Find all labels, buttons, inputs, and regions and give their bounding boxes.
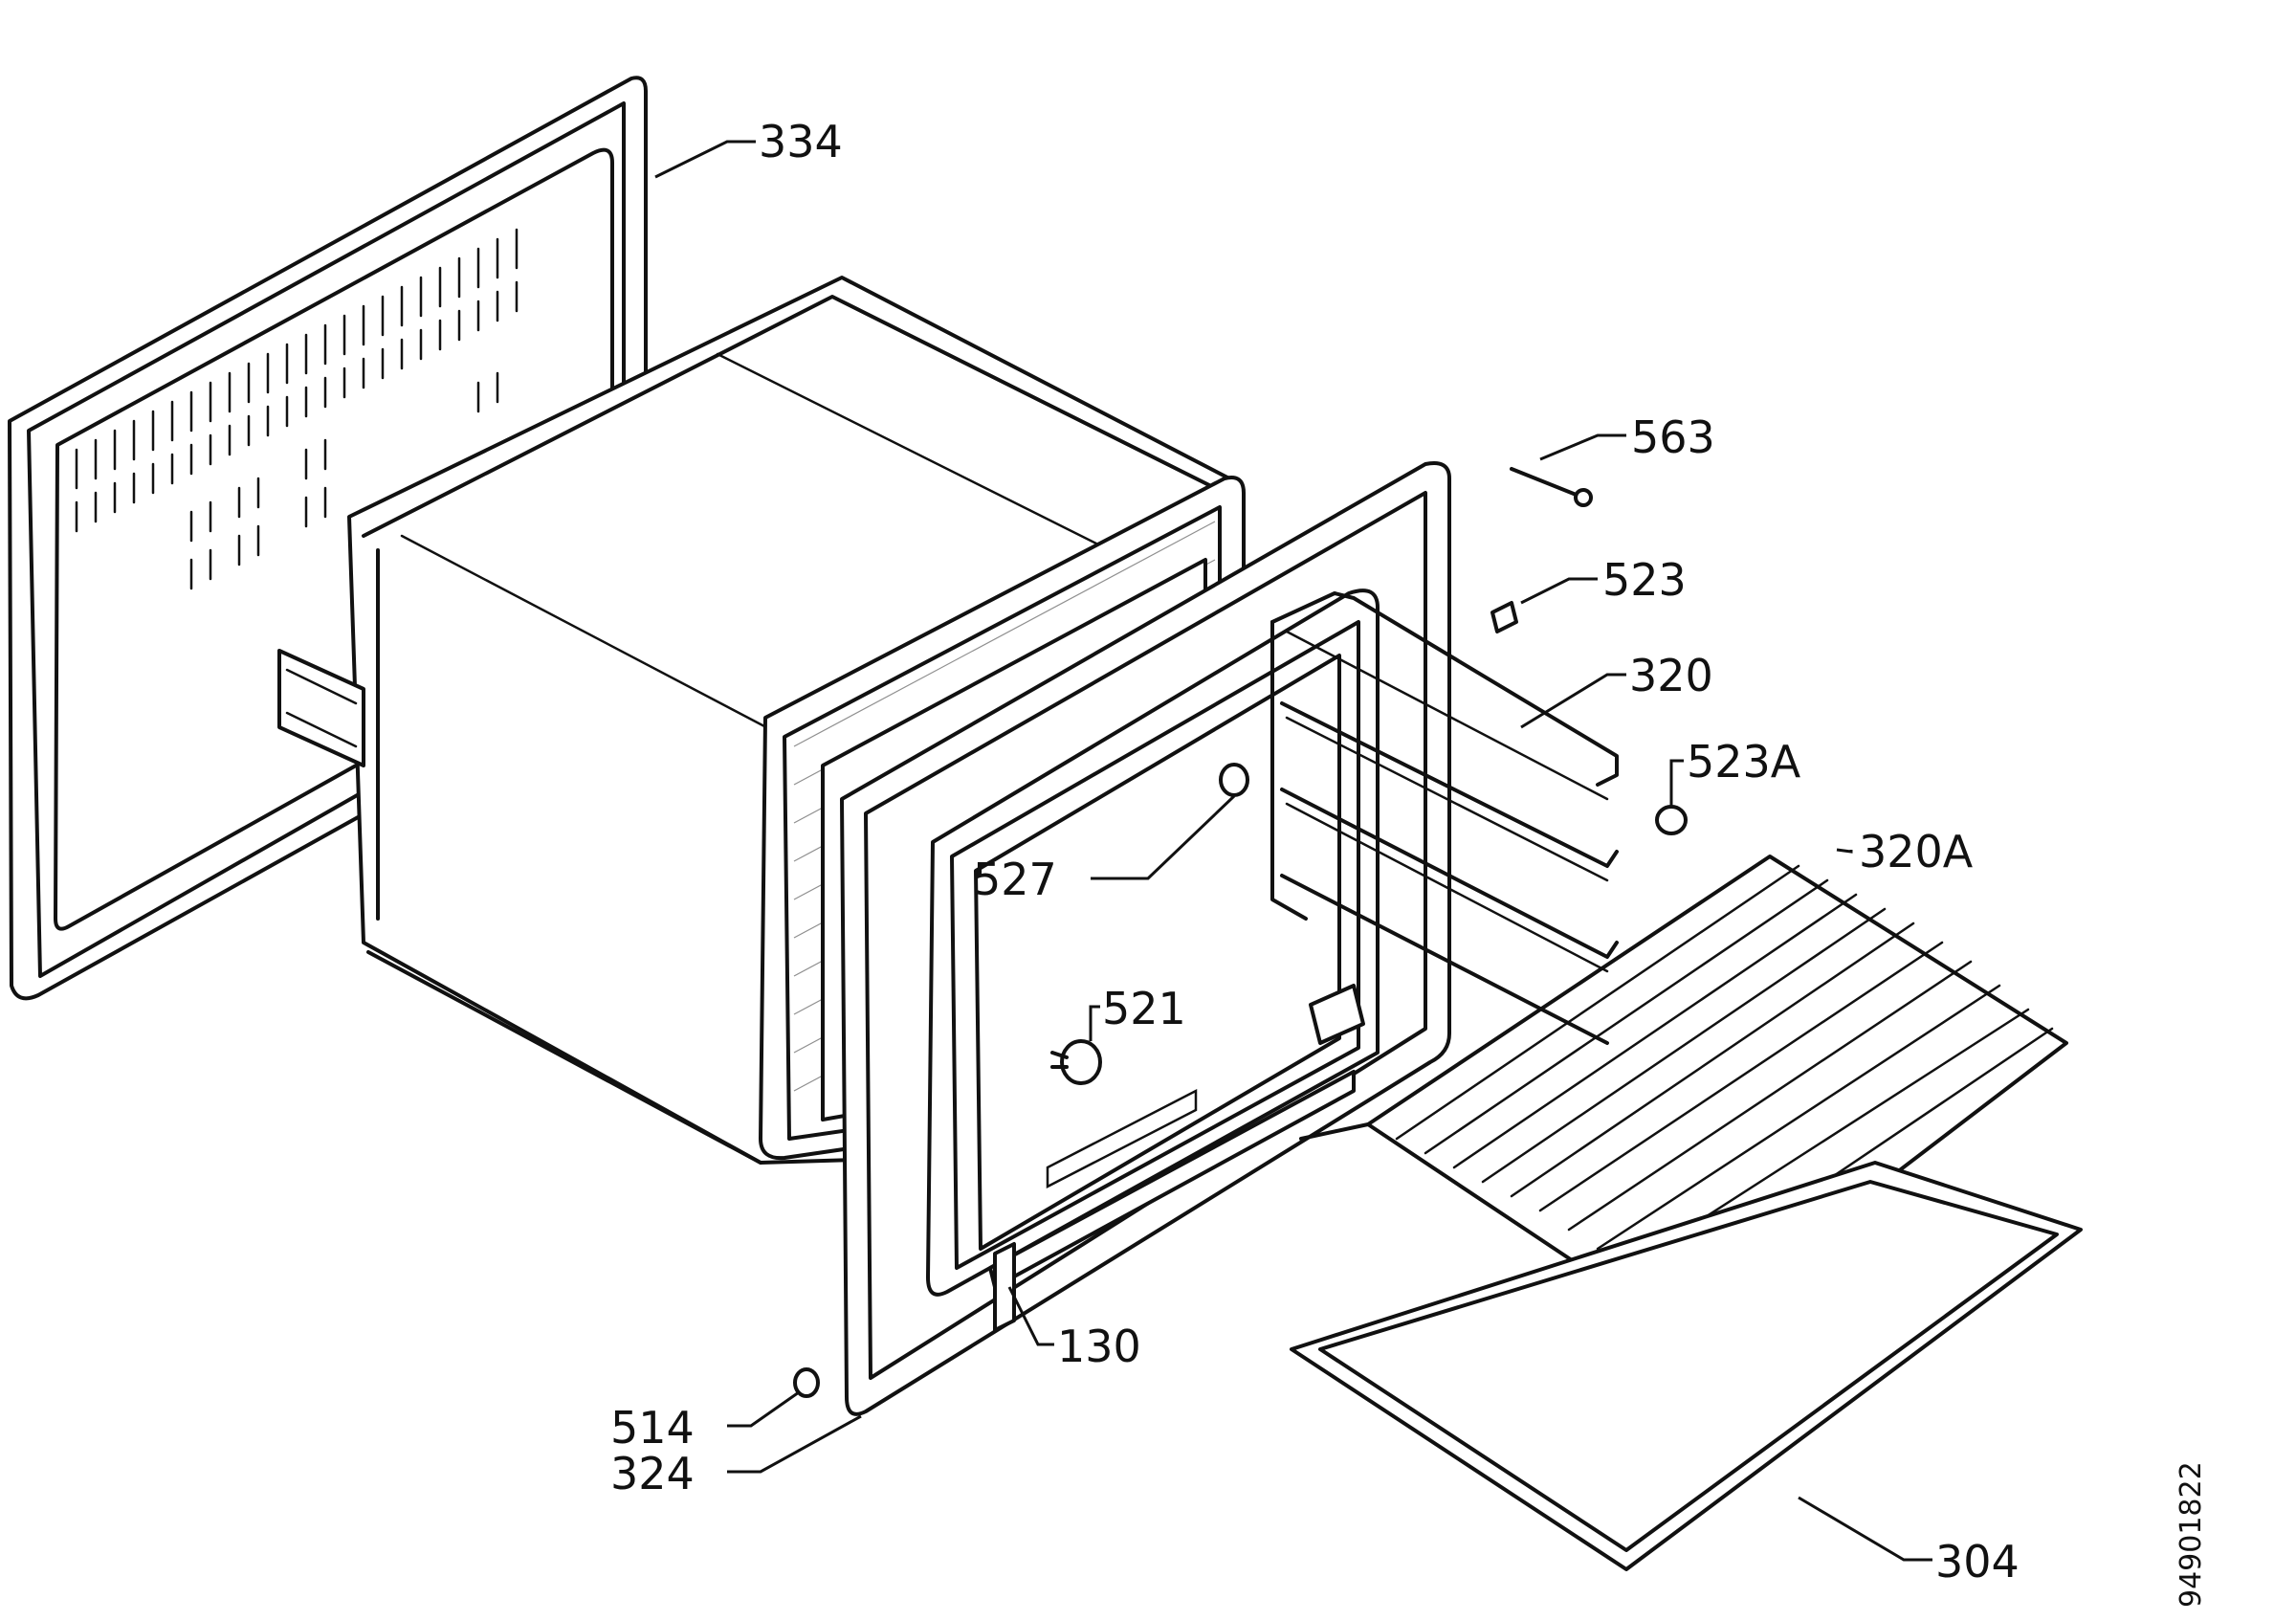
label-514: 514 (610, 1402, 695, 1454)
label-521: 521 (1102, 983, 1186, 1034)
leader-lines (654, 140, 1932, 1562)
nut-514 (793, 1367, 820, 1398)
shelf-runners-320 (1270, 591, 1619, 1045)
label-304: 304 (1935, 1536, 2020, 1588)
vent-slots (75, 228, 519, 590)
small-parts (793, 467, 1688, 1398)
label-130: 130 (1057, 1321, 1141, 1372)
label-324: 324 (610, 1448, 695, 1499)
rear-panel-334 (8, 76, 648, 1001)
label-523a: 523A (1687, 736, 1801, 788)
label-523: 523 (1602, 554, 1687, 606)
baking-tray-304 (1290, 1161, 2083, 1571)
label-320: 320 (1629, 650, 1713, 701)
label-334: 334 (759, 116, 843, 167)
connector-523 (1490, 601, 1518, 633)
label-527: 527 (973, 854, 1057, 905)
label-563: 563 (1631, 411, 1715, 463)
document-number: 94901822 (2175, 1461, 2208, 1608)
callout-labels: 334 563 523 320 523A 320A 527 521 130 51… (610, 116, 2020, 1588)
plug-523a (1655, 805, 1688, 835)
front-frame-324 (840, 461, 1451, 1416)
thermocouple-563 (1510, 467, 1585, 500)
knob-521 (1060, 1039, 1102, 1085)
label-320a: 320A (1859, 826, 1974, 877)
